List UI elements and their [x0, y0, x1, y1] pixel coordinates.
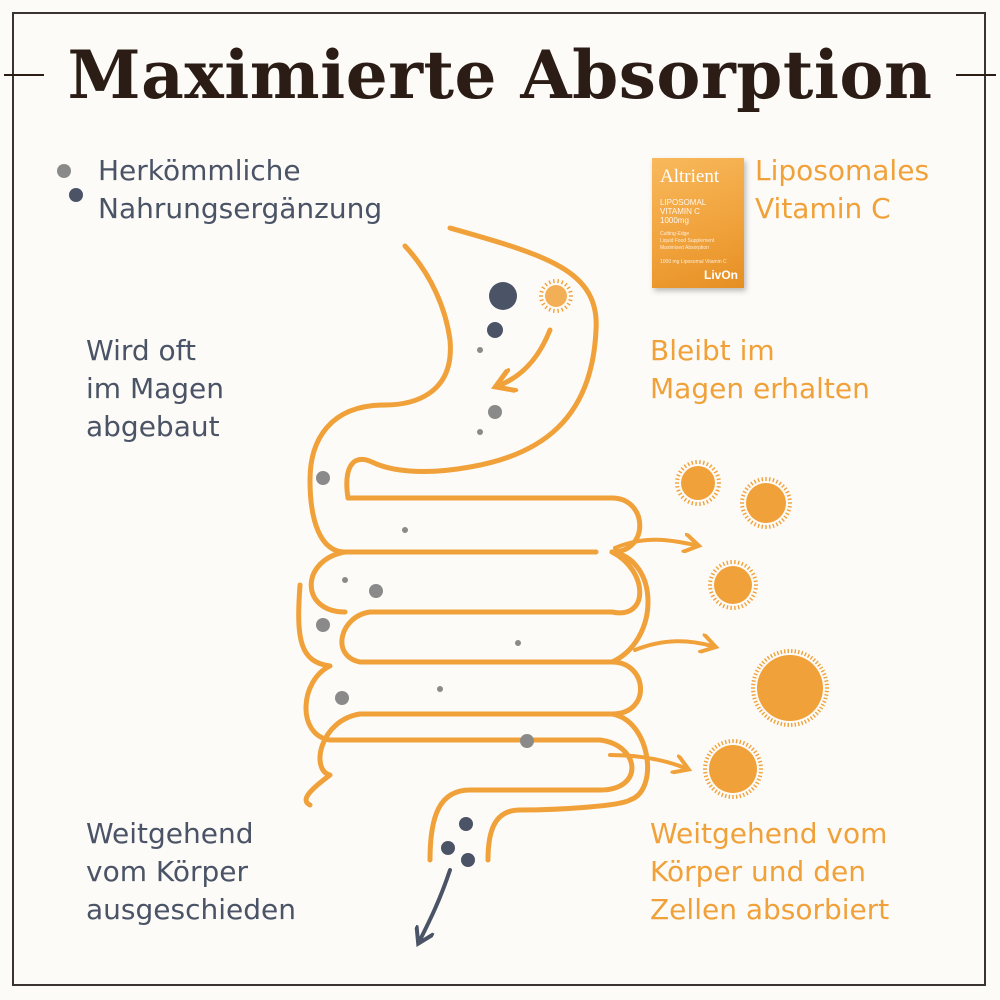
loop-2-inner [296, 582, 603, 743]
loop-4-inner [303, 711, 363, 808]
product-line-1: LIPOSOMAL VITAMIN C 1000mg [660, 198, 707, 225]
stomach-liposomal-text: Bleibt im Magen erhalten [650, 334, 870, 405]
loop-1-outer [367, 549, 643, 616]
title-dash-left [3, 74, 44, 76]
product-brand: Altrient [660, 166, 720, 187]
liposome-4-icon [751, 649, 829, 727]
absorb-arrow-1-icon [613, 540, 695, 548]
loop-1-inner [308, 549, 348, 615]
product-line-2: Cutting-Edge Liquid Food Supplement Maxi… [660, 231, 727, 265]
conventional-particles [316, 282, 534, 867]
stomach-conventional-text: Wird oft im Magen abgebaut [86, 334, 225, 443]
title-row: Maximierte Absorption [0, 30, 1000, 120]
colon-end [485, 711, 651, 863]
stomach-outline [307, 225, 643, 555]
legend-slate-dot-icon [69, 188, 83, 202]
page-title: Maximierte Absorption [67, 36, 933, 114]
loop-3-outer [609, 549, 651, 665]
excretion-arrow-icon [420, 868, 452, 940]
legend-gray-dot-icon [57, 164, 71, 178]
absorb-arrow-3-icon [608, 753, 685, 768]
border-frame [12, 12, 986, 986]
product-logo: LivOn [703, 268, 738, 282]
title-dash-right [956, 74, 997, 76]
liposome-1-icon [675, 460, 721, 506]
end-conventional-text: Weitgehend vom Körper ausgeschieden [86, 817, 296, 926]
stomach-inner-wall [307, 243, 599, 555]
stomach-arrow-icon [500, 327, 553, 385]
liposome-particles [539, 279, 829, 799]
intestine-loops [296, 549, 651, 863]
liposome-5-icon [703, 739, 763, 799]
liposome-3-icon [708, 560, 758, 610]
stomach-outer-wall [344, 225, 643, 555]
legend-liposomal-label: Liposomales Vitamin C [755, 154, 930, 225]
liposome-stomach-icon [539, 279, 573, 313]
product-pack-icon: Altrient LIPOSOMAL VITAMIN C 1000mg Cutt… [652, 158, 744, 288]
end-liposomal-text: Weitgehend vom Körper und den Zellen abs… [650, 817, 890, 926]
legend-conventional-label: Herkömmliche Nahrungsergänzung [98, 154, 383, 225]
absorb-arrow-2-icon [633, 641, 712, 650]
gut-inner-lines [343, 550, 614, 716]
loop-4 [427, 737, 635, 863]
liposome-2-icon [740, 477, 792, 529]
